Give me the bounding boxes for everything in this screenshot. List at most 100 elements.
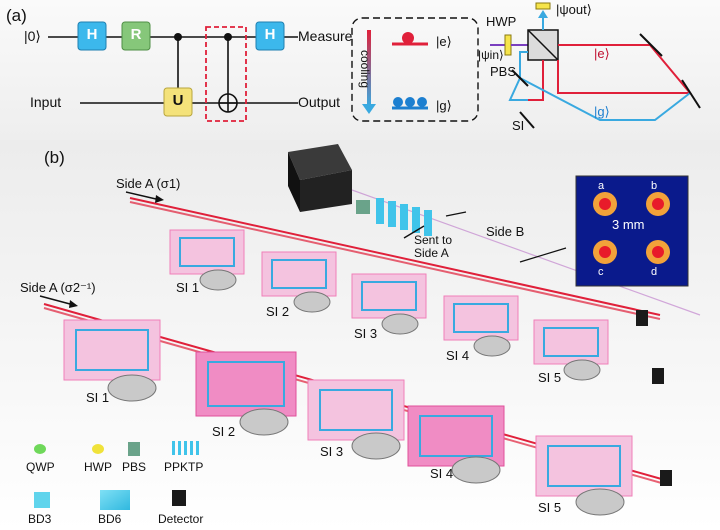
spot-c-core (599, 246, 611, 258)
inset-pointer (519, 247, 567, 263)
row2-si-4 (407, 405, 505, 484)
sent-arrow-1 (403, 225, 425, 239)
ppktp-icon-bar (172, 441, 175, 455)
si-cyan-loop (207, 361, 285, 407)
si-label: SI (512, 118, 525, 133)
side-a2-arrow (39, 295, 71, 305)
mirror-2 (681, 79, 701, 109)
legend-detector-label: Detector (158, 512, 204, 526)
ppktp-crystal-bank (376, 198, 432, 236)
si-cyan-loop (361, 281, 417, 311)
sent-to-side-a: Sent to Side A (414, 233, 453, 260)
e-arm-2 (528, 60, 544, 101)
panel-a-label: (a) (6, 6, 27, 25)
row1-si-4-label: SI 4 (446, 348, 470, 363)
gate-u-label: U (172, 92, 184, 109)
si-mount (473, 335, 511, 357)
si-cyan-loop (547, 445, 621, 487)
pbs-cube-source (356, 200, 370, 214)
e-arm (557, 44, 693, 94)
laser-top (288, 144, 352, 180)
row2-si-4-label: SI 4 (430, 466, 454, 481)
spot-inset (575, 175, 689, 287)
panel-b-graphics (34, 144, 701, 516)
ppktp-slab (424, 210, 432, 236)
laser-side (288, 152, 300, 212)
legend-ppktp-label: PPKTP (164, 460, 204, 474)
panel-a: (a) |0⟩ Input H R U H Measure Output coo… (0, 0, 720, 140)
si-frame (169, 229, 245, 275)
side-a2-arrowhead (69, 300, 78, 308)
row2-si-2-label: SI 2 (212, 424, 236, 439)
panel-b: (b) Side A (σ1) Side A (σ2⁻¹) Side B Sen… (0, 140, 720, 530)
row1-si-2-label: SI 2 (266, 304, 290, 319)
spot-a-label: a (598, 180, 605, 192)
cooling-label: cooling (358, 50, 372, 89)
g-arm-label: |g⟩ (594, 104, 610, 119)
bd6-icon (100, 490, 130, 510)
si-mount (199, 269, 237, 291)
hwp-icon (92, 444, 104, 454)
hwp-label: HWP (486, 14, 517, 29)
side-a1-label: Side A (σ1) (116, 176, 181, 191)
spot-b-label: b (651, 180, 658, 192)
si-mount (451, 456, 501, 484)
row2-si-5 (535, 435, 633, 516)
row2-si-3 (307, 379, 405, 460)
row1-beam-b (129, 201, 661, 320)
si-mount (563, 359, 601, 381)
mirror-1 (639, 33, 663, 57)
row1-si-5-label: SI 5 (538, 370, 562, 385)
ground-atom-2 (405, 97, 415, 107)
spot-d-label: d (651, 266, 658, 278)
side-a1-arrowhead (155, 195, 164, 203)
ppktp-icon-bar (190, 441, 193, 455)
input-label: Input (30, 94, 62, 110)
input-state: |0⟩ (24, 28, 41, 44)
gate-r (121, 21, 151, 51)
row2-si-1-label: SI 1 (86, 390, 110, 405)
ground-atom-3 (417, 97, 427, 107)
ground-atom-1 (393, 97, 403, 107)
detector-side-b (636, 310, 648, 326)
row1-si-1-label: SI 1 (176, 280, 200, 295)
legend-bd6-label: BD6 (98, 512, 122, 526)
si-frame (261, 251, 337, 297)
row1-beam-a (129, 197, 661, 316)
side-a2-label: Side A (σ2⁻¹) (20, 280, 96, 295)
output-arrow (538, 10, 548, 18)
sent-arrow-2 (445, 211, 467, 217)
row2-si-5-label: SI 5 (538, 500, 562, 515)
ppktp-slab (388, 201, 396, 227)
si-mount (381, 313, 419, 335)
ppktp-icon-bar (196, 441, 199, 455)
ppktp-icon-bar (184, 441, 187, 455)
dashed-cnot-box (205, 26, 247, 122)
output-element (535, 2, 551, 10)
excited-atom (402, 32, 414, 44)
row1-si-3 (351, 273, 427, 335)
side-a1-arrow (125, 191, 157, 200)
row1-si-4 (443, 295, 519, 357)
mirror-3 (511, 69, 529, 87)
panel-a-graphics (48, 2, 701, 129)
spot-d-core (652, 246, 664, 258)
control-dot-cnot (224, 33, 232, 41)
e-arm-label: |e⟩ (594, 46, 610, 61)
si-cyan-loop (419, 415, 493, 457)
row2-si-2 (195, 351, 297, 436)
si-mount (293, 291, 331, 313)
gate-h1-label: H (86, 26, 98, 43)
qwp-icon (34, 444, 46, 454)
psi-out-label: |ψout⟩ (556, 2, 592, 17)
si-mount (107, 374, 157, 402)
spot-c-label: c (598, 266, 604, 278)
gate-h1 (77, 21, 107, 51)
si-frame (351, 273, 427, 319)
si-mount (575, 488, 625, 516)
row1-si-5 (533, 319, 609, 381)
ppktp-slab (376, 198, 384, 224)
ppktp-icon-bar (178, 441, 181, 455)
si-cyan-loop (75, 329, 149, 371)
